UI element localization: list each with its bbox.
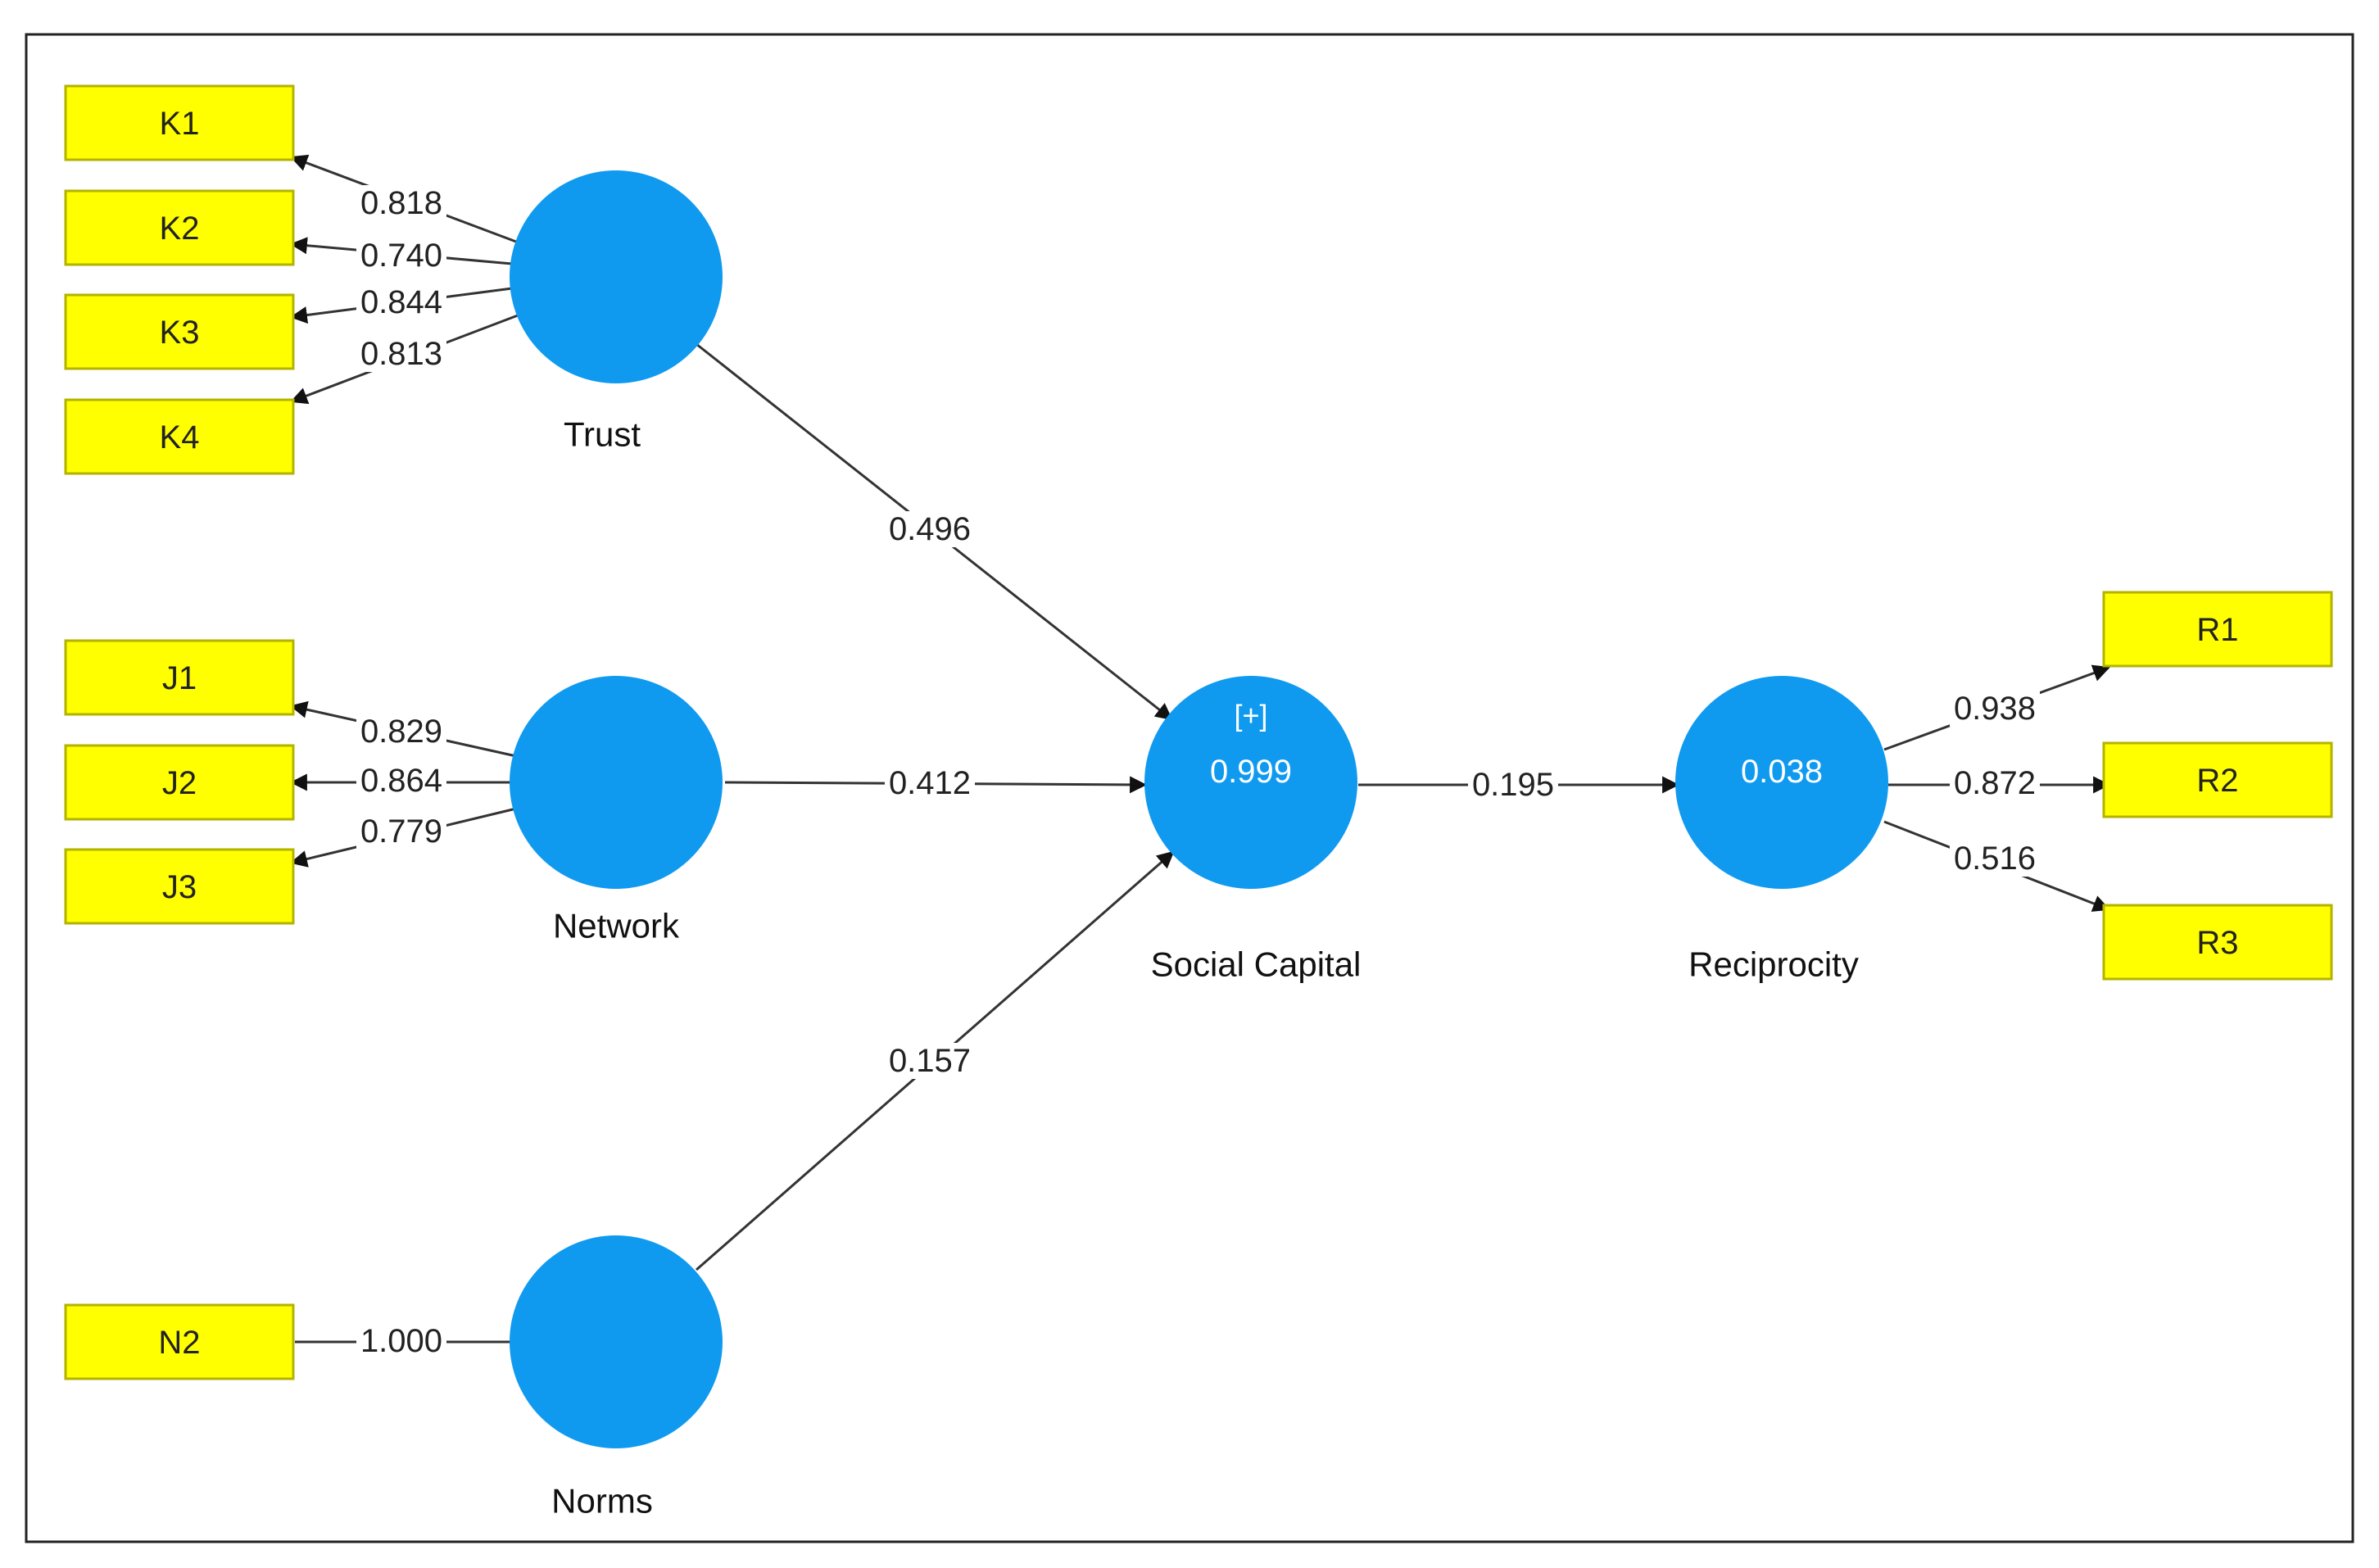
indicator-j2[interactable]: J2: [64, 744, 295, 821]
indicator-label: K4: [160, 419, 200, 455]
construct-label: Reciprocity: [1688, 945, 1859, 984]
indicator-label: J1: [162, 660, 197, 696]
loading-label-k1: 0.818: [356, 185, 446, 221]
loading-label-j1: 0.829: [356, 714, 446, 750]
svg-text:0.872: 0.872: [1954, 765, 2036, 801]
indicator-label: R3: [2196, 925, 2238, 961]
loading-label-n2: 1.000: [356, 1323, 446, 1359]
construct-social-capital[interactable]: [+] 0.999 Social Capital: [1144, 676, 1361, 984]
svg-text:0.864: 0.864: [360, 763, 442, 799]
indicator-j3[interactable]: J3: [64, 848, 295, 925]
svg-text:0.412: 0.412: [889, 765, 971, 801]
path-label-social-capital-reciprocity: 0.195: [1468, 767, 1558, 803]
indicator-r3[interactable]: R3: [2102, 904, 2333, 981]
loading-label-r1: 0.938: [1950, 691, 2040, 727]
svg-text:0.818: 0.818: [360, 185, 442, 221]
path-label-norms-social-capital: 0.157: [885, 1043, 975, 1079]
construct-label: Trust: [564, 415, 641, 454]
construct-norms[interactable]: Norms: [510, 1235, 723, 1520]
svg-text:0.844: 0.844: [360, 284, 442, 320]
indicator-k3[interactable]: K3: [64, 293, 295, 370]
svg-text:0.740: 0.740: [360, 238, 442, 274]
svg-text:0.813: 0.813: [360, 336, 442, 372]
expand-marker[interactable]: [+]: [1234, 699, 1267, 732]
indicator-label: N2: [158, 1325, 200, 1361]
indicator-k1[interactable]: K1: [64, 84, 295, 161]
indicator-k4[interactable]: K4: [64, 398, 295, 475]
indicator-j1[interactable]: J1: [64, 639, 295, 716]
loading-label-j2: 0.864: [356, 763, 446, 799]
svg-text:0.195: 0.195: [1472, 767, 1554, 803]
construct-trust[interactable]: Trust: [510, 170, 723, 454]
construct-label: Norms: [551, 1482, 653, 1520]
construct-reciprocity[interactable]: 0.038 Reciprocity: [1675, 676, 1888, 984]
loading-label-k2: 0.740: [356, 238, 446, 274]
svg-text:0.157: 0.157: [889, 1043, 971, 1079]
loading-label-k4: 0.813: [356, 336, 446, 372]
svg-text:0.496: 0.496: [889, 511, 971, 547]
indicator-label: K2: [160, 211, 200, 247]
loading-label-j3: 0.779: [356, 813, 446, 850]
indicator-r1[interactable]: R1: [2102, 591, 2333, 668]
svg-text:0.829: 0.829: [360, 714, 442, 750]
construct-label: Network: [553, 907, 680, 945]
svg-text:0.516: 0.516: [1954, 841, 2036, 877]
indicator-label: J2: [162, 765, 197, 801]
indicator-n2[interactable]: N2: [64, 1303, 295, 1380]
diagram-frame: [25, 33, 2354, 1543]
svg-text:1.000: 1.000: [360, 1323, 442, 1359]
indicator-label: J3: [162, 869, 197, 905]
indicator-k2[interactable]: K2: [64, 189, 295, 266]
indicator-label: K3: [160, 315, 200, 351]
r-squared-value: 0.038: [1741, 754, 1823, 790]
loading-label-k3: 0.844: [356, 284, 446, 320]
indicator-r2[interactable]: R2: [2102, 741, 2333, 818]
loading-label-r3: 0.516: [1950, 841, 2040, 877]
indicator-label: K1: [160, 106, 200, 142]
construct-label: Social Capital: [1151, 945, 1362, 984]
construct-network[interactable]: Network: [510, 676, 723, 945]
path-label-network-social-capital: 0.412: [885, 765, 975, 801]
r-squared-value: 0.999: [1210, 754, 1292, 790]
svg-text:0.779: 0.779: [360, 813, 442, 850]
svg-text:0.938: 0.938: [1954, 691, 2036, 727]
path-label-trust-social-capital: 0.496: [885, 511, 975, 547]
loading-label-r2: 0.872: [1950, 765, 2040, 801]
indicator-label: R1: [2196, 612, 2238, 648]
indicator-label: R2: [2196, 763, 2238, 799]
